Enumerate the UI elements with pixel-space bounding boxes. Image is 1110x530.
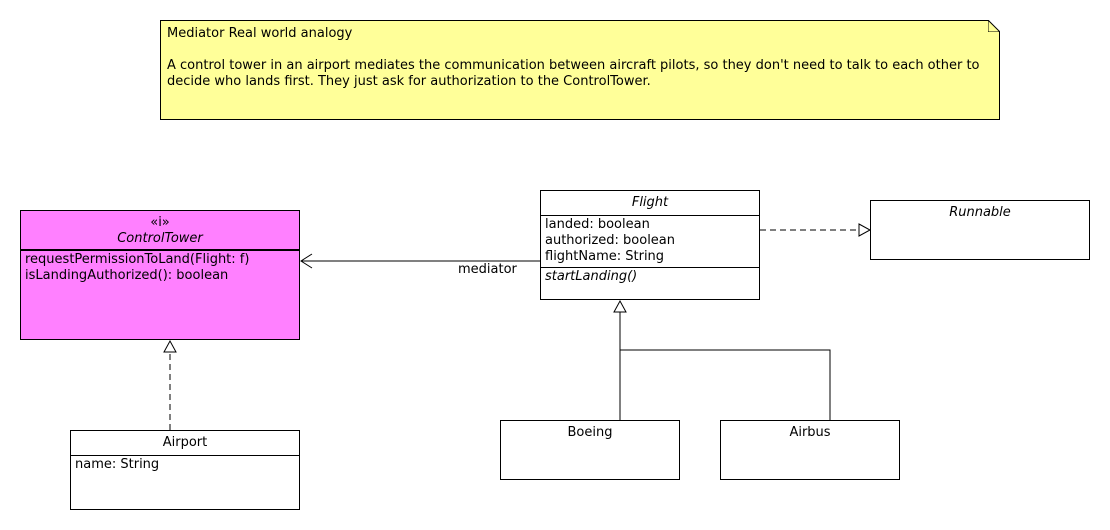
airport-divider — [71, 455, 299, 456]
flight-divider-attributes — [541, 215, 759, 216]
airport-realization-arrowhead — [163, 339, 177, 353]
flight-attributes: landed: boolean authorized: boolean flig… — [541, 216, 759, 267]
airbus-name: Airbus — [789, 425, 831, 440]
note-body: A control tower in an airport mediates t… — [167, 58, 980, 89]
flight-name: Flight — [631, 195, 669, 210]
airport-class[interactable]: Airport name: String — [70, 430, 300, 510]
boeing-class[interactable]: Boeing — [500, 420, 680, 480]
airbus-generalization-line — [620, 349, 831, 420]
interface-stereotype: «i» — [150, 215, 170, 230]
boeing-name: Boeing — [567, 425, 613, 440]
flight-class[interactable]: Flight landed: boolean authorized: boole… — [540, 190, 760, 300]
attribute-name: name: String — [75, 457, 160, 472]
note-title: Mediator Real world analogy — [167, 26, 353, 41]
mediator-role-label: mediator — [458, 262, 517, 277]
analogy-note: Mediator Real world analogy A control to… — [160, 20, 1000, 120]
method-start-landing: startLanding() — [545, 269, 638, 284]
mediator-arrowhead — [300, 253, 313, 269]
method-is-landing-authorized: isLandingAuthorized(): boolean — [25, 268, 229, 283]
controltower-divider — [21, 249, 299, 251]
runnable-name: Runnable — [949, 205, 1011, 220]
controltower-header: «i» ControlTower — [21, 211, 299, 246]
airport-attributes: name: String — [71, 456, 299, 473]
flight-generalization-arrowhead — [613, 299, 627, 313]
method-request-permission: requestPermissionToLand(Flight: f) — [25, 252, 250, 267]
controltower-name: ControlTower — [117, 231, 203, 246]
runnable-interface[interactable]: Runnable — [870, 200, 1090, 260]
attribute-flight-name: flightName: String — [545, 249, 665, 264]
flight-methods: startLanding() — [541, 268, 759, 285]
attribute-landed: landed: boolean — [545, 217, 650, 232]
controltower-interface[interactable]: «i» ControlTower requestPermissionToLand… — [20, 210, 300, 340]
controltower-methods: requestPermissionToLand(Flight: f) isLan… — [21, 251, 299, 284]
attribute-authorized: authorized: boolean — [545, 233, 676, 248]
note-fold-corner — [988, 20, 1000, 32]
airport-name: Airport — [162, 435, 208, 450]
runnable-realization-arrowhead — [858, 223, 872, 237]
airbus-class[interactable]: Airbus — [720, 420, 900, 480]
flight-divider-methods — [541, 267, 759, 268]
